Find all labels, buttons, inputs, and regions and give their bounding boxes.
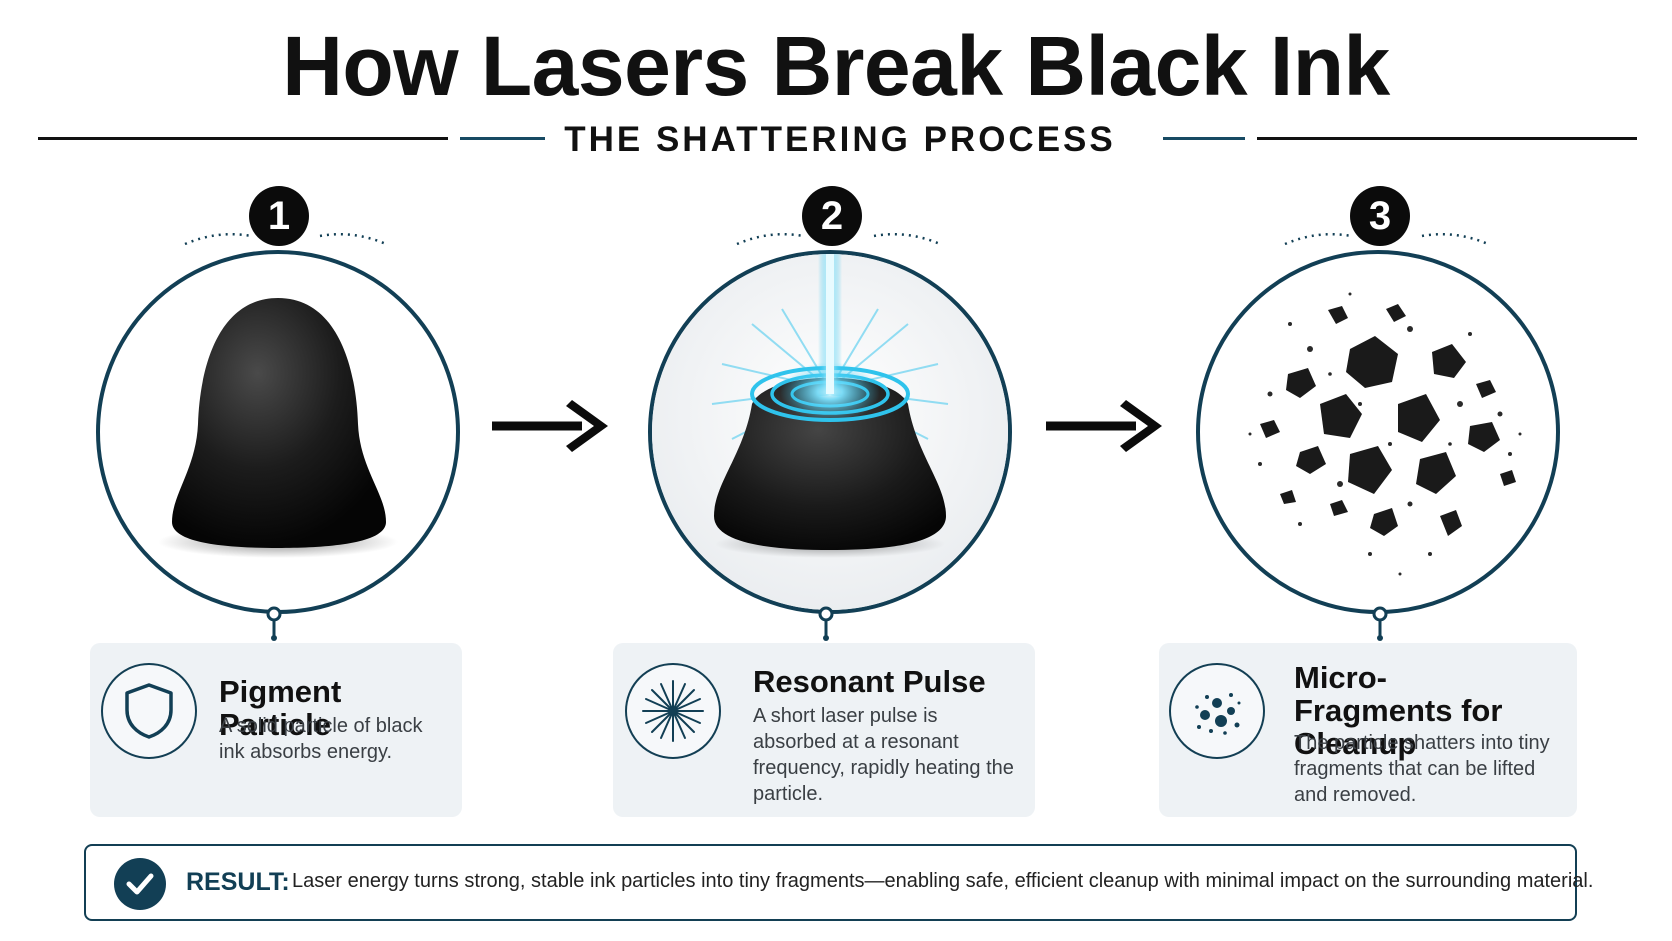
- check-icon: [126, 873, 154, 895]
- divider-left-accent: [460, 137, 545, 140]
- result-banner: RESULT: Laser energy turns strong, stabl…: [84, 844, 1593, 921]
- step-2-number: 2: [802, 186, 862, 246]
- step-1-description: A solid particle of black ink absorbs en…: [219, 715, 423, 763]
- step-3-description: The particle shatters into tiny fragment…: [1294, 732, 1550, 806]
- step-1-title: Pigment Particle: [219, 674, 342, 742]
- stage-1-pigment-illustration: [96, 250, 460, 614]
- step-3-number: 3: [1350, 186, 1410, 246]
- page-title: How Lasers Break Black Ink: [282, 19, 1390, 113]
- result-text: Laser energy turns strong, stable ink pa…: [292, 870, 1594, 892]
- step-1-icon-badge: [101, 663, 197, 759]
- divider-left: [38, 137, 448, 140]
- check-icon-badge: [114, 858, 166, 910]
- step-2-dots-right: [873, 232, 941, 246]
- pigment-particle-graphic: [158, 298, 398, 558]
- stage-2-laser-illustration: [648, 250, 1012, 614]
- step-1-number: 1: [249, 186, 309, 246]
- step-2-icon-badge: [625, 663, 721, 759]
- laser-pulse-graphic: [652, 254, 1008, 610]
- micro-fragments-graphic: [1248, 292, 1522, 576]
- step-2-description: A short laser pulse is absorbed at a res…: [753, 705, 1014, 805]
- shield-icon: [125, 683, 173, 739]
- arrow-icon: [492, 400, 608, 452]
- stage-3-fragments-illustration: [1196, 250, 1560, 614]
- arrow-icon: [1046, 400, 1162, 452]
- step-1-dots-right: [319, 232, 387, 246]
- step-3-dots-right: [1421, 232, 1489, 246]
- step-3-title: Micro-Fragments for Cleanup: [1294, 660, 1503, 761]
- step-1-card: Pigment Particle A solid particle of bla…: [90, 643, 462, 817]
- step-3-icon-badge: [1169, 663, 1265, 759]
- step-2-card: Resonant Pulse A short laser pulse is ab…: [613, 643, 1035, 817]
- stage-3-connector: [1372, 606, 1388, 641]
- page-subtitle: THE SHATTERING PROCESS: [564, 120, 1116, 159]
- step-2-dots-left: [736, 232, 804, 246]
- burst-icon: [642, 680, 704, 742]
- result-label: RESULT:: [186, 868, 290, 896]
- step-3-dots-left: [1284, 232, 1352, 246]
- step-1-dots-left: [184, 232, 252, 246]
- divider-right: [1257, 137, 1637, 140]
- stage-2-connector: [818, 606, 834, 641]
- step-3-card: Micro-Fragments for Cleanup The particle…: [1159, 643, 1577, 817]
- particles-icon: [1195, 693, 1241, 735]
- stage-1-connector: [266, 606, 282, 641]
- step-2-title: Resonant Pulse: [753, 664, 986, 699]
- divider-right-accent: [1163, 137, 1245, 140]
